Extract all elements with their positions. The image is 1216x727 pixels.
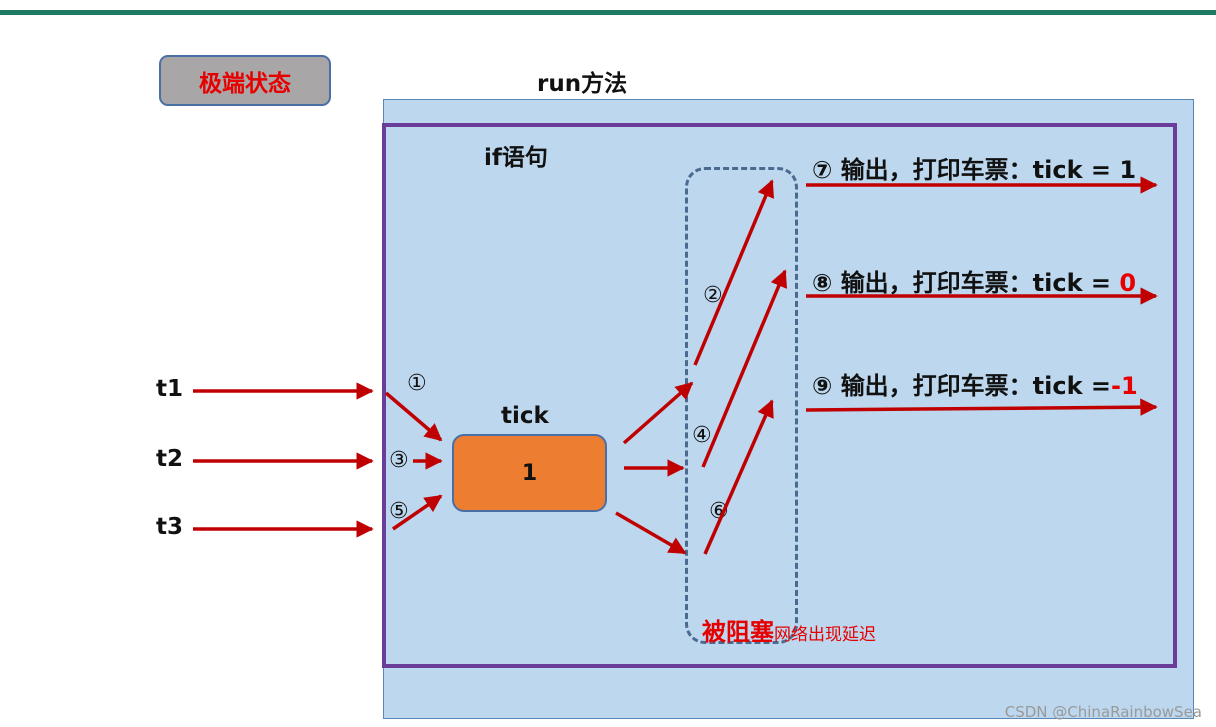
- if-statement-label: if语句: [484, 145, 548, 171]
- step-3-label: ③: [389, 448, 409, 473]
- step-1-arrow: [384, 391, 443, 442]
- thread-t2-label: t2: [156, 446, 183, 472]
- output-9-number: ⑨: [812, 372, 833, 400]
- thread-t3-label: t3: [156, 514, 183, 540]
- output-7-text: 输出，打印车票：tick =: [840, 156, 1120, 184]
- step-5-arrow: [392, 494, 443, 531]
- blocked-caption: 被阻塞网络出现延迟: [702, 612, 876, 647]
- step-6-arrow: [703, 399, 774, 555]
- step-1-label: ①: [407, 371, 427, 396]
- run-method-label: run方法: [537, 71, 628, 97]
- output-7-number: ⑦: [812, 156, 833, 184]
- extreme-state-badge: 极端状态: [159, 55, 331, 106]
- output-8-text: 输出，打印车票：tick =: [840, 269, 1120, 297]
- tick-label: tick: [501, 403, 549, 429]
- step-6-label: ⑥: [709, 499, 729, 524]
- blocked-region: [685, 167, 798, 644]
- step-2-label: ②: [703, 283, 723, 308]
- step-2-arrow: [693, 179, 774, 366]
- blocked-label: 被阻塞: [702, 618, 774, 646]
- output-8-number: ⑧: [812, 269, 833, 297]
- csdn-watermark: CSDN @ChinaRainbowSea: [1004, 703, 1202, 721]
- step-5-label: ⑤: [389, 499, 409, 524]
- output-7: ⑦ 输出，打印车票：tick = 1: [812, 150, 1136, 185]
- output-9-arrow: [805, 398, 1158, 416]
- network-delay-note: 网络出现延迟: [774, 625, 876, 645]
- tick-to-upper-arrow: [622, 381, 694, 445]
- step-4-arrow: [701, 269, 787, 468]
- output-9-value: -1: [1111, 372, 1138, 400]
- output-8: ⑧ 输出，打印车票：tick = 0: [812, 263, 1136, 298]
- top-divider: [0, 10, 1216, 15]
- tick-variable-box: 1: [452, 434, 607, 512]
- thread-t1-label: t1: [156, 376, 183, 402]
- output-7-value: 1: [1119, 156, 1137, 184]
- tick-to-lower-arrow: [615, 511, 687, 555]
- step-4-label: ④: [692, 423, 712, 448]
- output-9: ⑨ 输出，打印车票：tick =-1: [812, 366, 1138, 401]
- output-9-text: 输出，打印车票：tick =: [840, 372, 1112, 400]
- if-statement-box: [382, 123, 1177, 668]
- output-8-value: 0: [1119, 269, 1137, 297]
